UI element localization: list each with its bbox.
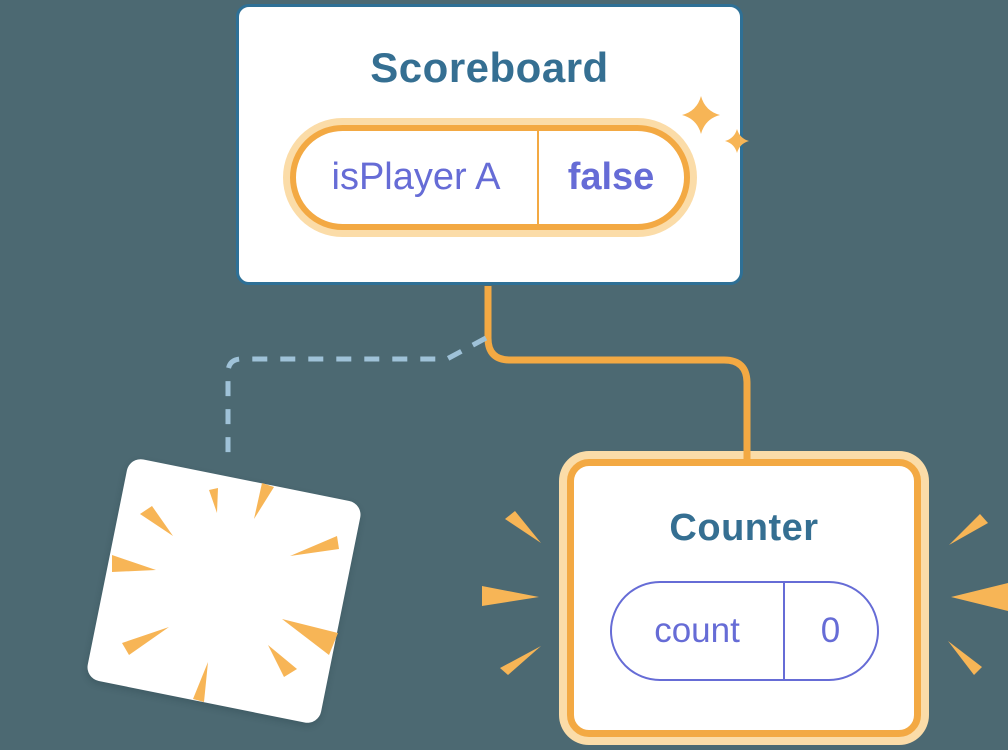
state-name-label: count [612,582,785,679]
scoreboard-state-pill: isPlayer A false [289,125,690,231]
scoreboard-title: Scoreboard [370,44,609,91]
state-name-label: isPlayer A [296,131,539,225]
connector-solid-line [484,286,751,464]
destroyed-component-card [85,456,363,726]
state-value-label: 0 [820,610,841,650]
counter-card: Counter count 0 [567,459,921,737]
counter-title: Counter [669,507,819,549]
emphasis-mark [500,646,541,675]
state-value-label: false [567,156,655,199]
connector-dashed-line [225,335,488,458]
scoreboard-card: Scoreboard isPlayer A false [236,4,743,285]
emphasis-mark [951,583,1008,611]
emphasis-mark [505,511,541,543]
emphasis-mark [948,641,982,675]
emphasis-mark [949,514,988,545]
emphasis-mark [482,586,539,606]
counter-state-pill: count 0 [609,580,879,681]
